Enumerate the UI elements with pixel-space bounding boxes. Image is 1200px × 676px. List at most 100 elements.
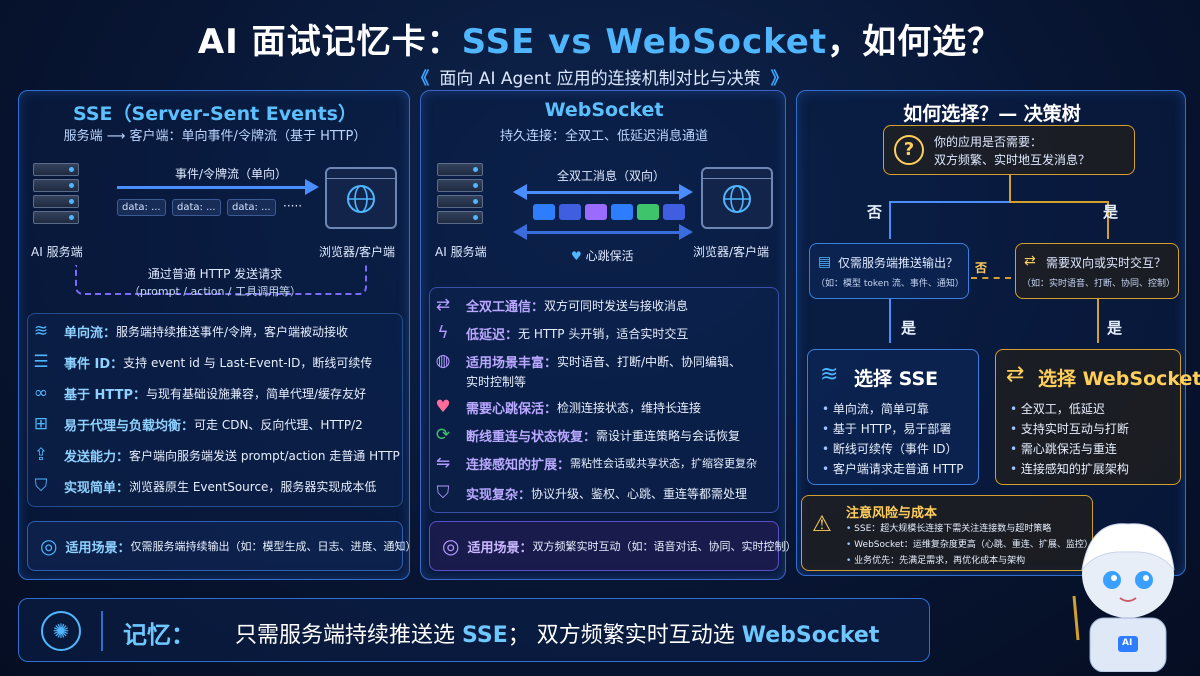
duplex-label: 全双工消息（双向） <box>557 169 666 183</box>
sse-choice-card: ≋ 选择 SSE 单向流，简单可靠 基于 HTTP，易于部署 断线可续传（事件 … <box>807 349 979 485</box>
sse-point: 单向流，简单可靠 <box>822 400 929 417</box>
divider <box>101 611 103 651</box>
data-chip: data: ... <box>117 199 166 216</box>
list-item: ⟳断线重连与状态恢复：需设计重连策略与会话恢复 <box>430 422 740 448</box>
sse-point: 客户端请求走普通 HTTP <box>822 460 964 477</box>
feature-key: 单向流： <box>64 325 117 341</box>
chevron-left-icon: 《 <box>412 69 430 89</box>
left-question: ▤ 仅需服务端推送输出？ （如：模型 token 流、事件、通知） <box>809 243 969 299</box>
use-value: 双方频繁实时互动（如：语音对话、协同、实时控制） <box>532 540 797 553</box>
sse-feature-list: ≋单向流：服务端持续推送事件/令牌，客户端被动接收 ☰事件 ID：支持 even… <box>27 313 403 507</box>
ws-server-label: AI 服务端 <box>435 245 487 259</box>
ws-point: 支持实时互动与打断 <box>1010 420 1129 437</box>
ws-point: 全双工，低延迟 <box>1010 400 1105 417</box>
feature-key: 易于代理与负载均衡： <box>64 418 195 434</box>
page-subtitle: 《面向 AI Agent 应用的连接机制对比与决策》 <box>0 64 1200 89</box>
warning-icon: ⚠ <box>812 512 832 537</box>
memory-bar: ✺ 记忆： 只需服务端持续推送选 SSE； 双方频繁实时互动选 WebSocke… <box>18 598 930 662</box>
list-item: ∞基于 HTTP：与现有基础设施兼容，简单代理/缓存友好 <box>28 380 366 406</box>
flow-line <box>1107 201 1109 239</box>
feature-value: 与现有基础设施兼容，简单代理/缓存友好 <box>145 386 367 401</box>
server-icon <box>33 163 79 227</box>
bolt-icon: ϟ <box>437 323 449 343</box>
feature-key: 连接感知的扩展： <box>466 457 571 473</box>
flow-line <box>889 201 891 239</box>
use-key: 适用场景： <box>65 540 131 556</box>
shield-icon: ⛉ <box>34 476 48 496</box>
heartbeat-icon: ♥ <box>435 397 451 417</box>
sse-server-label: AI 服务端 <box>31 245 83 259</box>
upload-icon: ⇪ <box>33 445 49 465</box>
use-key: 适用场景： <box>467 540 533 556</box>
heartbeat-text: 心跳保活 <box>585 249 634 263</box>
message-blocks <box>533 204 693 220</box>
feature-key: 需要心跳保活： <box>466 401 558 417</box>
feature-value: 可走 CDN、反向代理、HTTP/2 <box>194 417 363 432</box>
mic-icon: ◍ <box>435 351 451 371</box>
arrow-left-icon <box>513 224 527 240</box>
return-arrow <box>525 231 681 234</box>
request-return-path <box>75 265 367 295</box>
sse-point: 断线可续传（事件 ID） <box>822 440 958 457</box>
target-icon: ◎ <box>40 534 58 558</box>
shield-check-icon: ⛉ <box>436 483 450 503</box>
ws-point: 需心跳保活与重连 <box>1010 440 1117 457</box>
feature-key: 实现简单： <box>64 480 130 496</box>
message-block <box>533 204 555 220</box>
ws-use-case: ◎ 适用场景： 双方频繁实时互动（如：语音对话、协同、实时控制） <box>429 521 796 571</box>
browser-icon <box>325 167 397 229</box>
arrow-right-icon <box>305 179 319 195</box>
list-item: ⛉实现复杂：协议升级、鉴权、心跳、重连等都需处理 <box>430 480 747 506</box>
flow-line <box>1009 175 1011 201</box>
list-item: ≋单向流：服务端持续推送事件/令牌，客户端被动接收 <box>28 318 348 344</box>
ws-point: 连接感知的扩展架构 <box>1010 460 1129 477</box>
brain-icon: ✺ <box>41 611 81 651</box>
arrow-right-icon <box>679 224 693 240</box>
risk-item: 业务优先：先满足需求，再优化成本与架构 <box>846 553 1025 566</box>
page-title: AI 面试记忆卡：SSE vs WebSocket，如何选？ <box>0 14 1200 63</box>
sse-client-label: 浏览器/客户端 <box>319 245 396 259</box>
question-line2: 双方频繁、实时地互发消息？ <box>934 153 1091 167</box>
swap-icon: ⇄ <box>435 295 451 315</box>
feature-value: 检测连接状态，维持长连接 <box>557 400 702 415</box>
arrow-left-icon <box>513 184 527 200</box>
subtitle-text: 面向 AI Agent 应用的连接机制对比与决策 <box>439 69 761 89</box>
sse-stream-label: 事件/令牌流（单向） <box>175 167 288 181</box>
swap-icon: ⇄ <box>1024 253 1036 269</box>
list-item: ⇋连接感知的扩展：需粘性会话或共享状态，扩缩容更复杂 <box>430 450 757 476</box>
left-hint: （如：模型 token 流、事件、通知） <box>816 279 964 289</box>
data-chip: data: ... <box>172 199 221 216</box>
feature-key: 低延迟： <box>466 327 519 343</box>
feature-value: 双方可同时发送与接收消息 <box>544 298 689 313</box>
yes-label: 是 <box>1103 203 1119 221</box>
middle-no-label: 否 <box>975 261 988 275</box>
ws-title: WebSocket <box>544 99 664 121</box>
right-question-text: 需要双向或实时交互？ <box>1046 256 1167 270</box>
message-block <box>637 204 659 220</box>
target-icon: ◎ <box>442 534 460 558</box>
risk-title: 注意风险与成本 <box>846 506 938 521</box>
ws-choice-card: ⇄ 选择 WebSocket 全双工，低延迟 支持实时互动与打断 需心跳保活与重… <box>995 349 1200 485</box>
flow-line <box>889 299 891 343</box>
right-yes-label: 是 <box>1107 319 1123 337</box>
list-item: ⇪发送能力：客户端向服务端发送 prompt/action 走普通 HTTP <box>28 442 400 468</box>
risk-item: WebSocket：运维复杂度更高（心跳、重连、扩展、监控） <box>846 537 1093 550</box>
title-suffix: ，如何选？ <box>827 22 1003 62</box>
heartbeat-label: ♥ 心跳保活 <box>571 247 634 264</box>
list-item: ⊞易于代理与负载均衡：可走 CDN、反向代理、HTTP/2 <box>28 411 363 437</box>
swap-icon: ⇄ <box>1006 362 1025 387</box>
mascot-badge: AI <box>1122 638 1133 648</box>
feature-value: 无 HTTP 头开销，适合实时交互 <box>518 326 689 341</box>
data-chip: data: ... <box>227 199 276 216</box>
list-item: ⛉实现简单：浏览器原生 EventSource，服务器实现成本低 <box>28 473 377 499</box>
feature-value: 实时控制等 <box>466 374 527 389</box>
arrow-right-icon <box>679 184 693 200</box>
list-item: ⇄全双工通信：双方可同时发送与接收消息 <box>430 292 688 318</box>
sse-title: SSE（Server-Sent Events） <box>73 103 357 125</box>
message-block <box>559 204 581 220</box>
right-hint: （如：实时语音、打断、协同、控制） <box>1022 279 1176 289</box>
stream-arrow <box>117 186 307 189</box>
ws-choice-title: 选择 WebSocket <box>1038 368 1200 390</box>
flow-line <box>1097 299 1099 343</box>
ws-feature-list: ⇄全双工通信：双方可同时发送与接收消息 ϟ 低延迟：无 HTTP 头开销，适合实时… <box>429 287 779 513</box>
